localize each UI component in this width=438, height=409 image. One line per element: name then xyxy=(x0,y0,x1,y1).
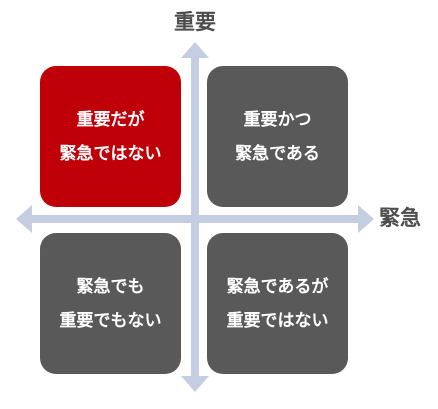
horizontal-axis-label: 緊急 xyxy=(379,206,421,230)
horizontal-axis-arrow xyxy=(16,205,374,233)
quadrant-line-1: 重要だが xyxy=(76,109,145,130)
quadrant-important-and-urgent: 重要かつ 緊急である xyxy=(207,66,348,207)
quadrant-not-urgent-not-important: 緊急でも 重要でもない xyxy=(40,233,181,374)
vertical-axis-label: 重要 xyxy=(174,10,216,34)
quadrant-important-not-urgent: 重要だが 緊急ではない xyxy=(40,66,181,207)
quadrant-line-2: 重要ではない xyxy=(226,310,329,331)
quadrant-line-1: 緊急でも xyxy=(76,276,145,297)
quadrant-urgent-not-important: 緊急であるが 重要ではない xyxy=(207,233,348,374)
quadrant-line-2: 緊急ではない xyxy=(59,143,162,164)
quadrant-line-2: 重要でもない xyxy=(59,310,162,331)
quadrant-line-2: 緊急である xyxy=(235,143,320,164)
quadrant-line-1: 緊急であるが xyxy=(226,276,329,297)
quadrant-line-1: 重要かつ xyxy=(243,109,312,130)
